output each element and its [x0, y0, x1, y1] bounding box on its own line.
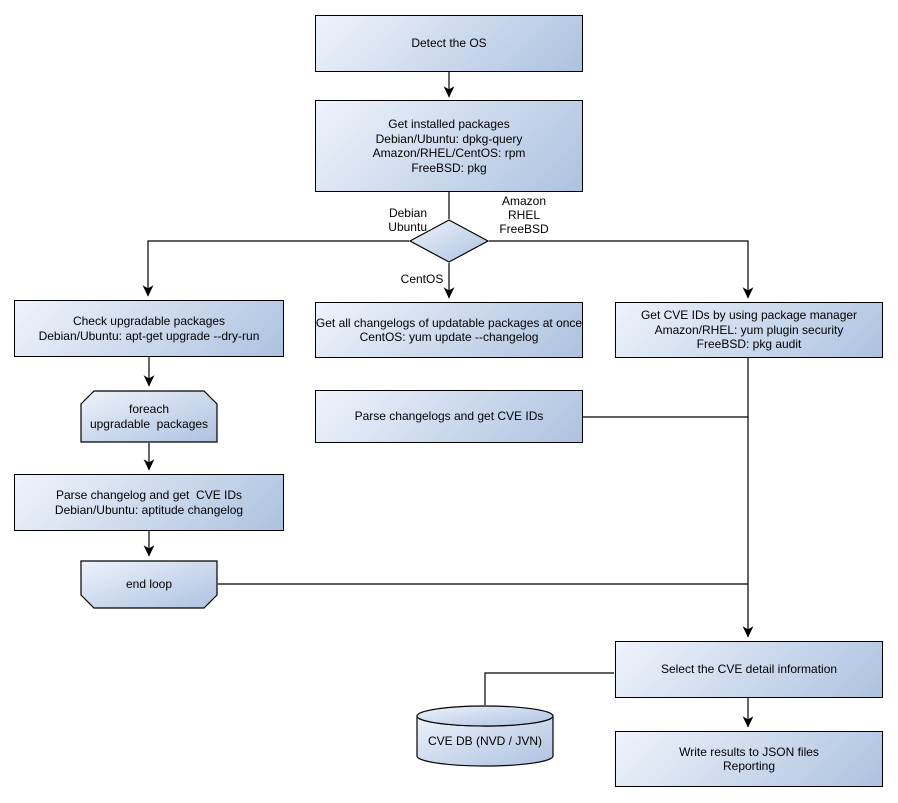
node-select-cve-label: Select the CVE detail information: [660, 662, 838, 677]
node-check-upgradable: Check upgradable packages Debian/Ubuntu:…: [14, 300, 284, 357]
node-check-upgradable-line1: Check upgradable packages: [72, 314, 226, 328]
node-get-installed-line1: Get installed packages: [388, 117, 510, 131]
decision-diamond-shape: [409, 219, 489, 263]
node-end-loop-label: end loop: [125, 577, 173, 592]
node-get-all-changelogs: Get all changelogs of updatable packages…: [315, 302, 583, 358]
node-write-results: Write results to JSON files Reporting: [615, 731, 883, 787]
node-parse-changelog-debian: Parse changelog and get CVE IDs Debian/U…: [14, 474, 284, 531]
node-parse-changelog-line2: Debian/Ubuntu: aptitude changelog: [54, 502, 244, 517]
edge-label-debian-ubuntu: Debian Ubuntu: [327, 206, 427, 234]
node-check-upgradable-line2: Debian/Ubuntu: apt-get upgrade --dry-run: [38, 328, 260, 343]
node-get-installed-line3: Amazon/RHEL/CentOS: rpm: [372, 146, 526, 160]
node-os-decision: [409, 219, 489, 263]
node-parse-changelogs: Parse changelogs and get CVE IDs: [315, 390, 583, 443]
edge-decision-left: [142, 240, 409, 297]
node-cve-db: CVE DB (NVD / JVN): [416, 705, 554, 767]
node-get-all-changelogs-line2: CentOS: yum update --changelog: [359, 330, 539, 344]
node-detect-os: Detect the OS: [315, 15, 583, 72]
edge-label-centos: CentOS: [372, 272, 472, 286]
edge-cvedb-to-select: [484, 672, 614, 705]
node-end-loop: end loop: [80, 560, 218, 609]
node-parse-changelog-line1: Parse changelog and get CVE IDs: [55, 488, 243, 502]
node-foreach-loop-start: foreach upgradable packages: [80, 390, 218, 443]
node-get-cve-ids-line2: Amazon/RHEL: yum plugin security: [654, 322, 844, 337]
edge-label-freebsd: FreeBSD: [499, 222, 549, 236]
node-get-installed-line4: FreeBSD: pkg: [411, 160, 487, 175]
node-get-cve-ids-line3: FreeBSD: pkg audit: [696, 337, 802, 352]
node-get-installed-line2: Debian/Ubuntu: dpkg-query: [375, 131, 523, 146]
node-detect-os-label: Detect the OS: [411, 36, 487, 51]
node-foreach-line1: foreach: [128, 402, 170, 416]
node-write-results-line1: Write results to JSON files: [679, 744, 819, 759]
node-cve-db-label: CVE DB (NVD / JVN): [427, 733, 542, 748]
node-foreach-line2: upgradable packages: [89, 416, 209, 431]
edge-label-amazon-rhel-freebsd: Amazon RHEL FreeBSD: [474, 194, 574, 236]
node-parse-changelogs-label: Parse changelogs and get CVE IDs: [354, 409, 544, 424]
edge-label-centos-text: CentOS: [400, 272, 444, 286]
edge-label-ubuntu: Ubuntu: [388, 220, 427, 234]
node-get-installed-packages: Get installed packages Debian/Ubuntu: dp…: [315, 100, 583, 192]
database-cylinder-shape: [416, 705, 554, 767]
edge-label-amazon: Amazon: [501, 194, 547, 208]
edge-label-rhel: RHEL: [507, 208, 540, 222]
node-get-cve-ids-pkg-mgr: Get CVE IDs by using package manager Ama…: [615, 302, 883, 358]
node-get-all-changelogs-line1: Get all changelogs of updatable packages…: [315, 315, 583, 330]
node-get-cve-ids-line1: Get CVE IDs by using package manager: [640, 308, 858, 323]
loop-start-shape: [80, 390, 218, 443]
edge-label-debian: Debian: [388, 206, 427, 220]
node-select-cve-detail: Select the CVE detail information: [615, 641, 883, 698]
loop-end-shape: [80, 560, 218, 609]
edge-decision-right: [489, 240, 754, 299]
node-write-results-line2: Reporting: [722, 759, 776, 773]
